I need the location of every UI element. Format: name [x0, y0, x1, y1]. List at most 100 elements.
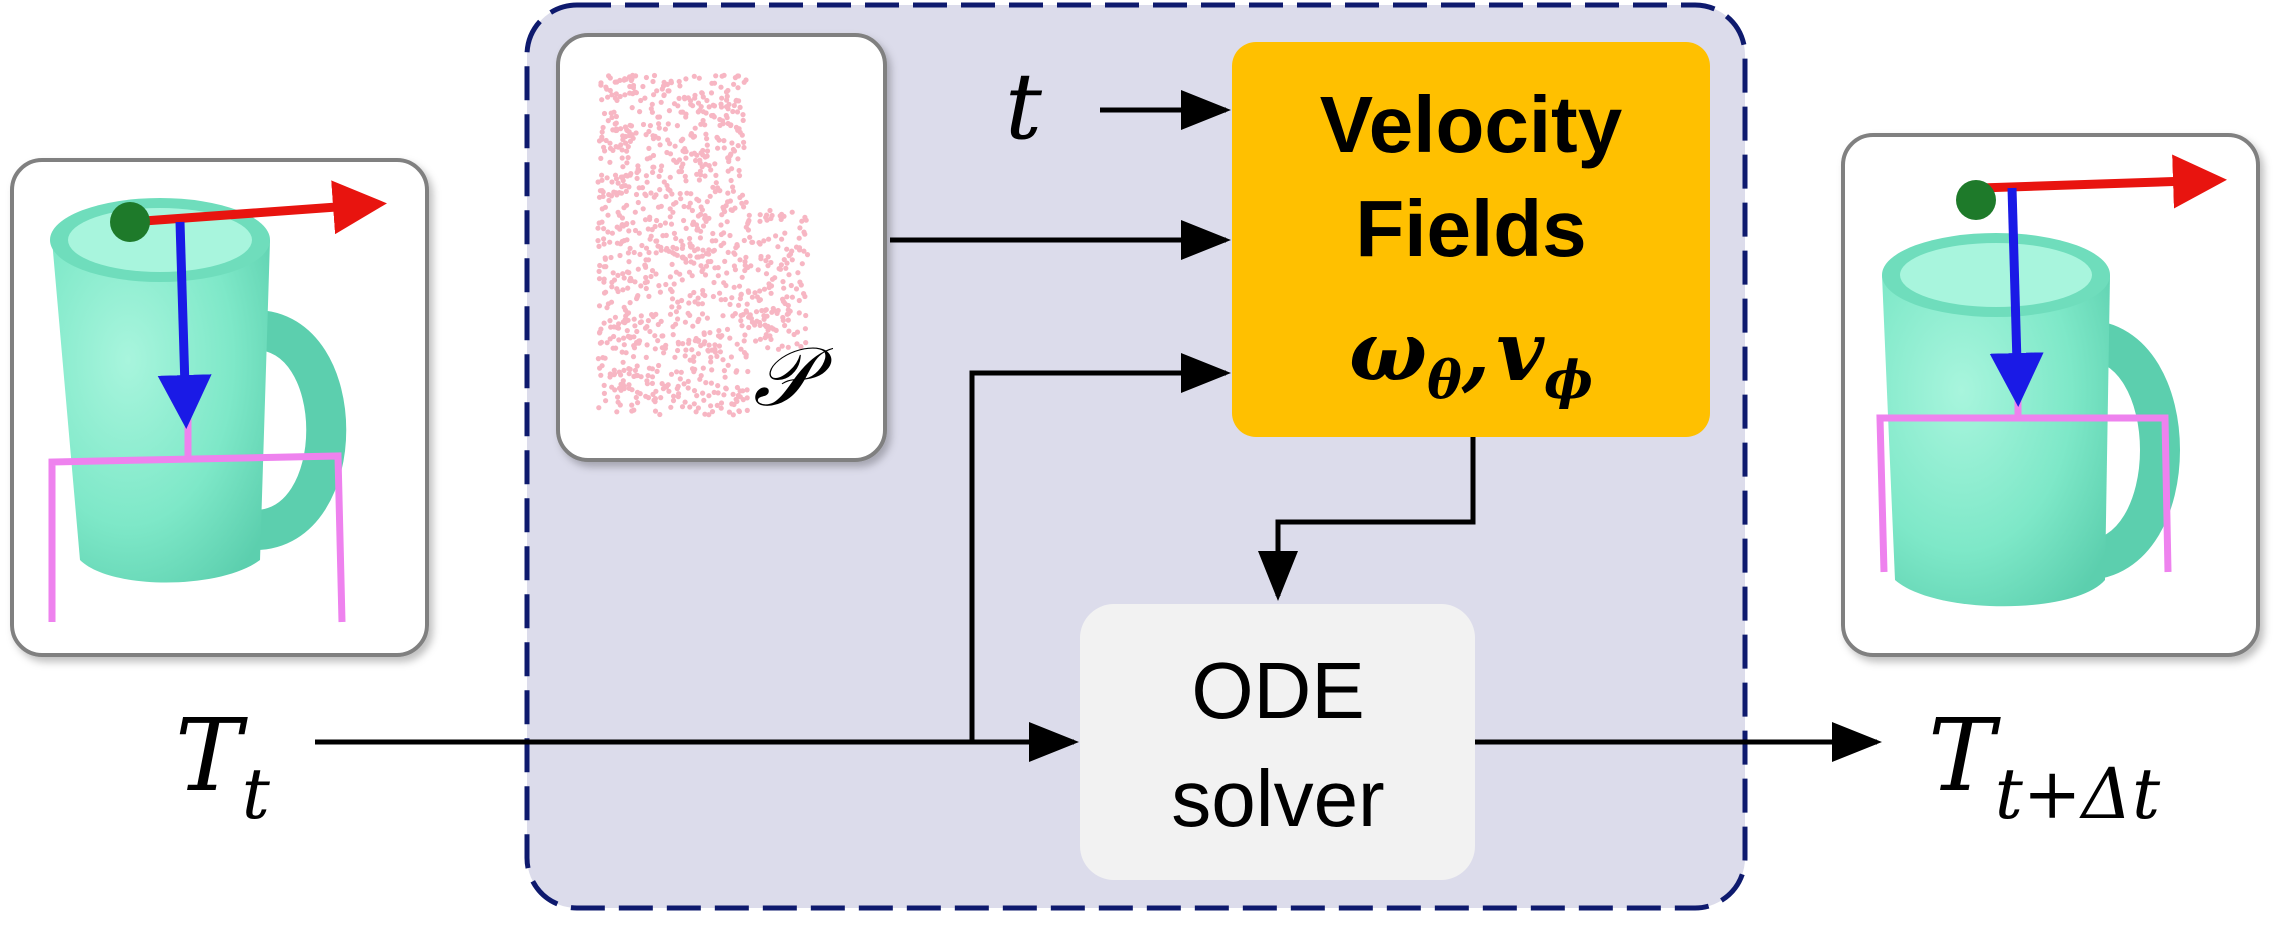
point-cloud-point [613, 91, 619, 97]
point-cloud-point [675, 316, 681, 322]
point-cloud-point [595, 238, 601, 244]
point-cloud-point [688, 101, 694, 107]
point-cloud-point [652, 223, 658, 230]
point-cloud-point [676, 304, 682, 310]
point-cloud-point [634, 372, 641, 379]
point-cloud-point [661, 179, 667, 185]
point-cloud-point [611, 367, 617, 373]
point-cloud-point [622, 76, 628, 82]
point-cloud-point [701, 331, 707, 337]
point-cloud-point [596, 405, 602, 411]
point-cloud-point [725, 190, 731, 196]
point-cloud-point [687, 235, 693, 242]
point-cloud-point [703, 380, 709, 386]
point-cloud-point [784, 311, 790, 317]
point-cloud-point [595, 179, 601, 185]
point-cloud-point [727, 232, 733, 239]
point-cloud-point [635, 400, 641, 406]
point-cloud-point [763, 323, 769, 330]
point-cloud-point [803, 340, 809, 346]
point-cloud-point [678, 369, 684, 375]
point-cloud-point [690, 219, 697, 225]
point-cloud-point [728, 122, 734, 129]
point-cloud-point [704, 315, 711, 321]
point-cloud-point [721, 280, 727, 286]
output-pose-label: Tt+Δt [1928, 697, 2161, 835]
point-cloud-point [657, 411, 663, 418]
point-cloud-point [663, 232, 669, 238]
point-cloud-point [704, 142, 710, 148]
point-cloud-point [695, 100, 702, 106]
point-cloud-point [609, 284, 615, 290]
point-cloud-point [718, 222, 724, 228]
point-cloud-point [765, 254, 771, 260]
point-cloud-point [720, 204, 726, 210]
point-cloud-point [740, 117, 746, 123]
point-cloud-point [682, 146, 688, 152]
point-cloud-point [724, 97, 730, 103]
point-cloud-point [731, 250, 737, 256]
point-cloud-point [745, 368, 751, 375]
point-cloud-point [730, 391, 736, 397]
point-cloud-point [619, 215, 626, 221]
point-cloud-point [670, 398, 677, 404]
point-cloud-point [635, 163, 641, 169]
point-cloud-point [652, 346, 658, 352]
point-cloud-point [672, 354, 678, 360]
point-cloud-point [764, 217, 770, 223]
point-cloud-point [667, 311, 674, 317]
point-cloud-point [646, 293, 652, 299]
point-cloud-point [619, 222, 625, 228]
point-cloud-point [639, 185, 646, 191]
point-cloud-point [654, 217, 660, 224]
point-cloud-point [750, 239, 756, 245]
point-cloud-point [779, 236, 785, 242]
point-cloud-point [736, 302, 742, 308]
point-cloud-point [767, 333, 773, 339]
point-cloud-point [715, 185, 721, 191]
point-cloud-point [733, 369, 739, 375]
point-cloud-point [603, 264, 609, 270]
point-cloud-point [683, 155, 689, 161]
point-cloud-point [638, 313, 644, 319]
point-cloud-point [696, 177, 703, 183]
point-cloud-point [635, 168, 642, 174]
point-cloud-point [599, 177, 605, 183]
point-cloud-point [664, 149, 670, 156]
point-cloud-point [627, 138, 634, 144]
point-cloud-point [687, 253, 693, 259]
point-cloud-point [620, 359, 626, 365]
point-cloud-point [684, 190, 690, 196]
point-cloud-point [621, 304, 627, 310]
point-cloud-point [703, 263, 710, 269]
point-cloud-point [695, 109, 701, 115]
point-cloud-point [715, 333, 722, 339]
point-cloud-point [653, 238, 659, 244]
arrow-pose-to-velocity [969, 353, 1231, 742]
point-cloud-point [692, 92, 698, 98]
point-cloud-point [673, 235, 679, 242]
point-cloud-point [681, 217, 687, 224]
point-cloud-point [623, 350, 629, 356]
point-cloud-point [612, 172, 619, 178]
point-cloud-point [709, 347, 715, 353]
point-cloud-point [618, 126, 624, 132]
point-cloud-point [605, 301, 612, 307]
point-cloud-point [649, 101, 655, 107]
point-cloud-point [655, 114, 661, 120]
point-cloud-point [694, 393, 700, 399]
point-cloud-point [722, 374, 728, 380]
point-cloud-point [728, 151, 734, 157]
point-cloud-point [795, 270, 801, 276]
point-cloud-point [700, 291, 706, 297]
point-cloud-point [714, 402, 720, 408]
point-cloud-image [595, 72, 811, 418]
point-cloud-point [656, 362, 662, 369]
point-cloud-point [704, 97, 710, 104]
point-cloud-point [741, 144, 747, 151]
input-y-axis [157, 221, 212, 429]
point-cloud-point [632, 227, 639, 234]
point-cloud-point [598, 372, 604, 378]
point-cloud-point [689, 273, 695, 279]
point-cloud-point [613, 113, 620, 120]
